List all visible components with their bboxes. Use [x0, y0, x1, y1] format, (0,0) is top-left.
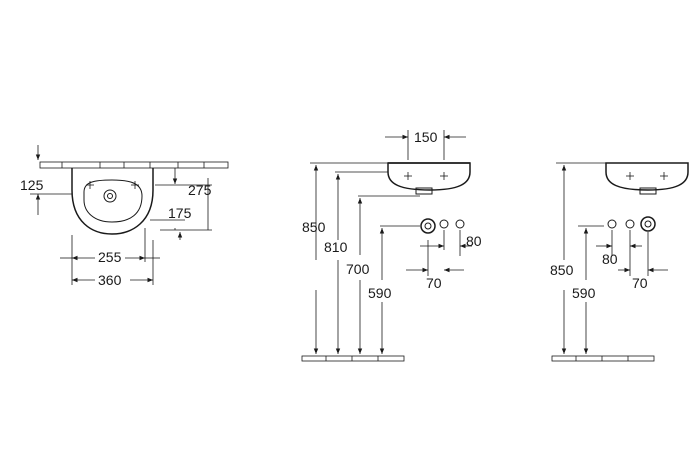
tap-hole-right-icon — [440, 172, 448, 180]
dim-supply-gap: 80 — [602, 251, 618, 267]
valve-cold-icon — [455, 219, 465, 229]
valve-cold-icon — [625, 219, 635, 229]
top-view: 125 275 175 255 360 — [20, 145, 229, 288]
dim-height-supply: 590 — [368, 285, 392, 301]
floor-strip-left — [301, 355, 405, 362]
floor-strip-right — [551, 355, 655, 362]
dim-supply-offset: 70 — [426, 275, 442, 291]
dim-bowl-width: 255 — [98, 249, 122, 265]
basin-outline — [71, 168, 154, 235]
basin-bowl — [83, 179, 143, 223]
dim-supply-gap: 80 — [466, 233, 482, 249]
dim-height-total: 850 — [302, 219, 326, 235]
tap-hole-left-icon — [404, 172, 412, 180]
side-view-left: 150 850 810 700 590 — [301, 129, 482, 362]
basin-side-left — [387, 162, 471, 191]
drain-connection-icon — [640, 216, 656, 232]
side-view-right: 850 590 80 70 — [550, 162, 689, 362]
valve-hot-icon — [607, 219, 617, 229]
dim-height-outlet: 700 — [346, 261, 370, 277]
basin-side-right — [605, 162, 689, 191]
valve-hot-icon — [439, 219, 449, 229]
dim-height-total: 850 — [550, 262, 574, 278]
wall-strip — [39, 161, 229, 169]
dim-supply-offset: 70 — [632, 275, 648, 291]
dim-height-rim: 810 — [324, 239, 348, 255]
dim-depth-front: 175 — [168, 205, 192, 221]
tap-hole-left-icon — [86, 181, 94, 189]
tap-hole-right-icon — [131, 181, 139, 189]
drain-icon — [103, 189, 117, 203]
tap-hole-left-icon — [626, 172, 634, 180]
dim-height-supply: 590 — [572, 285, 596, 301]
dim-total-width: 360 — [98, 272, 122, 288]
dim-depth-total: 275 — [188, 182, 212, 198]
drain-connection-icon — [420, 218, 436, 234]
tap-hole-right-icon — [660, 172, 668, 180]
dim-width: 150 — [414, 129, 438, 145]
dim-depth-back: 125 — [20, 177, 44, 193]
